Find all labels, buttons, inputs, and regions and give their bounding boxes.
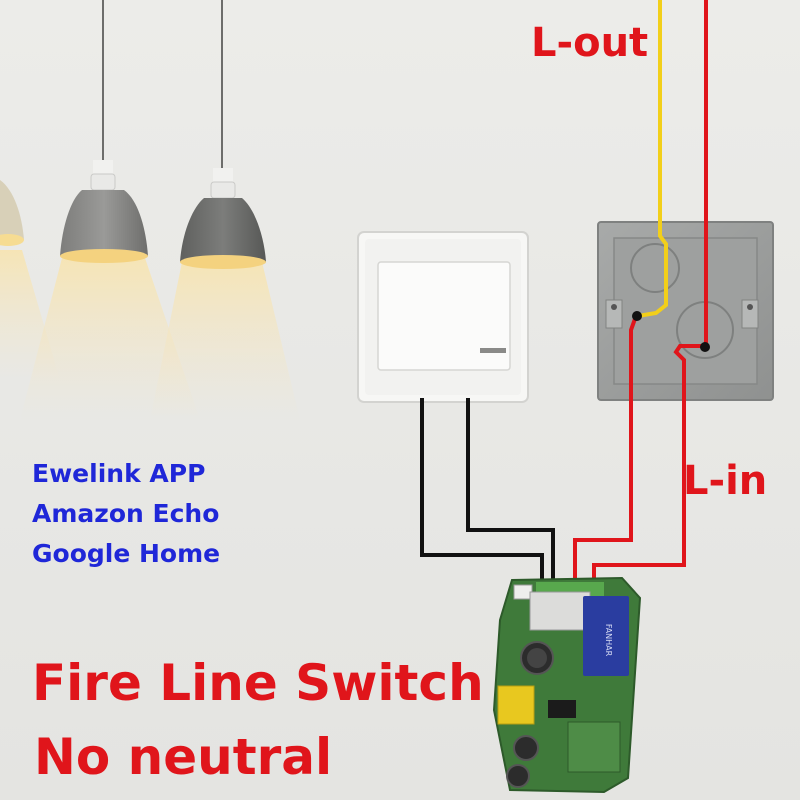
app-amazon-echo: Amazon Echo — [32, 499, 220, 528]
junction-box-icon — [597, 221, 774, 401]
load-wire — [637, 0, 668, 318]
title-line-1: Fire Line Switch — [32, 654, 484, 712]
pendant-lamp-icon — [150, 0, 300, 420]
switch-wires — [420, 398, 555, 582]
relay-module-icon: FANHAR — [492, 576, 642, 794]
l-out-label: L-out — [531, 20, 649, 66]
l-in-label: L-in — [683, 458, 768, 504]
live-wires — [573, 0, 708, 582]
app-google-home: Google Home — [32, 539, 221, 568]
app-ewelink: Ewelink APP — [32, 459, 206, 488]
relay-brand: FANHAR — [604, 624, 613, 657]
wall-switch-icon — [357, 231, 529, 403]
pendant-lamp-icon — [20, 0, 200, 420]
title-line-2: No neutral — [34, 728, 333, 786]
app-list: Ewelink APP Amazon Echo Google Home — [32, 454, 220, 574]
